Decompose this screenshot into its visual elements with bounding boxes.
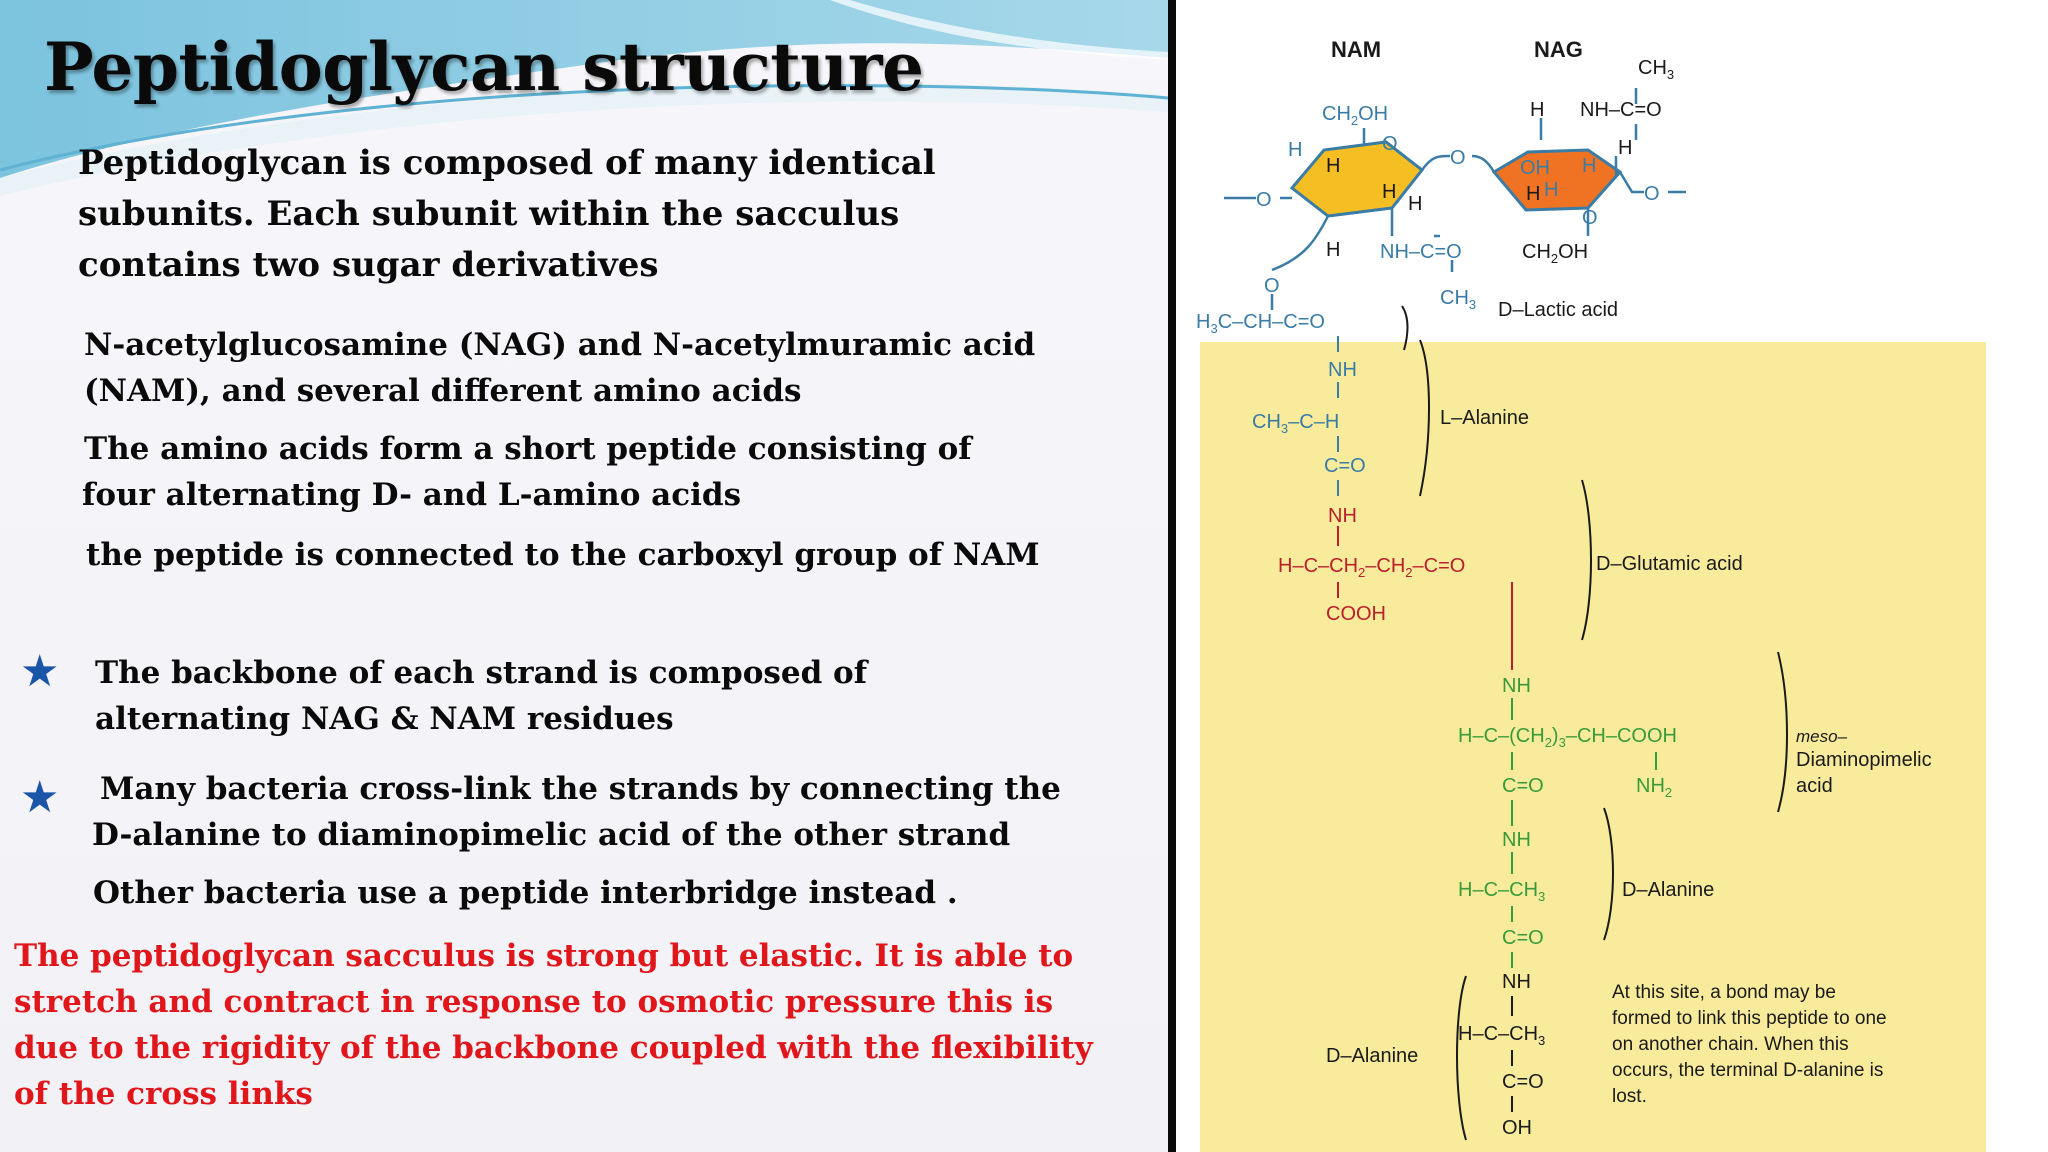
detail-line: The amino acids form a short peptide con… [84,431,972,467]
l-ala-carbonyl: C=O [1324,455,1366,477]
star-icon: ★ [20,772,60,823]
nam-ch3: CH3 [1440,287,1476,312]
nag-h: H [1530,99,1544,121]
nag-label: NAG [1534,37,1583,62]
detail-line: the peptide is connected to the carboxyl… [86,537,1040,573]
bullet-line: Many bacteria cross-link the strands by … [100,771,1061,807]
peptidoglycan-diagram: NAM NAG [1196,37,1986,1152]
note-line: At this site, a bond may be [1612,982,1836,1003]
nag-h: H [1618,137,1632,159]
l-ala-nh: NH [1328,359,1357,381]
note-line: formed to link this peptide to one [1612,1008,1887,1029]
bullet-line: The backbone of each strand is composed … [95,655,868,691]
highlight-line: stretch and contract in response to osmo… [14,984,1054,1020]
note-line: occurs, the terminal D-alanine is [1612,1060,1883,1081]
lactic-brace [1401,305,1409,351]
d-alanine-label-1: D–Alanine [1622,879,1714,901]
header-swoosh-decoration [0,0,1168,196]
bullet-line: alternating NAG & NAM residues [95,701,674,737]
vertical-divider [1168,0,1176,1152]
nam-label: NAM [1331,37,1381,62]
l-alanine-label: L–Alanine [1440,407,1529,429]
ring-h: H [1582,155,1596,177]
d-glu-cooh: COOH [1326,603,1386,625]
link-o: O [1256,189,1272,211]
dap-label-1: meso– [1796,727,1848,746]
l-ala-alpha: CH3–C–H [1252,411,1339,436]
d-alanine-label-2: D–Alanine [1326,1045,1418,1067]
d-ala1-nh: NH [1502,829,1531,851]
dap-label-2: Diaminopimelic [1796,749,1932,771]
l-ala-brace [1419,339,1430,497]
intro-line: contains two sugar derivatives [78,245,659,285]
ring-h: H [1326,239,1340,261]
ring-h: H [1288,139,1302,161]
text-panel [0,0,1168,1152]
intro-line: subunits. Each subunit within the saccul… [78,194,900,234]
d-ala-brace-1 [1603,807,1614,941]
ring-o-nag: O [1582,207,1598,229]
ring-h: H [1326,155,1340,177]
lactic-acid-label: D–Lactic acid [1498,299,1618,321]
star-icon: ★ [20,646,60,697]
detail-line: (NAM), and several different amino acids [84,373,802,409]
nag-ch2oh: CH2OH [1522,241,1588,266]
d-ala2-alpha: H–C–CH3 [1458,1023,1545,1048]
ch2oh-nam: CH2OH [1322,103,1388,128]
nam-nh: NH–C=O [1380,241,1462,263]
ring-h: H [1382,181,1396,203]
note-line: lost. [1612,1086,1647,1107]
d-ala1-alpha: H–C–CH3 [1458,879,1545,904]
dap-carbonyl: C=O [1502,775,1544,797]
ring-h: H [1408,193,1422,215]
lactyl-chain: H3C–CH–C=O [1196,311,1325,336]
d-glu-chain: H–C–CH2–CH2–C=O [1278,555,1465,580]
ring-h: H [1544,179,1558,201]
ring-h: H [1526,183,1540,205]
glycosidic-o: O [1450,147,1466,169]
highlight-line: due to the rigidity of the backbone coup… [14,1030,1093,1066]
dap-chain: H–C–(CH2)3–CH–COOH [1458,725,1677,750]
nag-ch3: CH3 [1638,57,1674,82]
detail-line: N-acetylglucosamine (NAG) and N-acetylmu… [84,327,1036,363]
dap-nh: NH [1502,675,1531,697]
other-bacteria-line: Other bacteria use a peptide interbridge… [93,875,958,911]
d-ala2-carbonyl: C=O [1502,1071,1544,1093]
bullet-line: D-alanine to diaminopimelic acid of the … [92,817,1011,853]
terminal-oh: OH [1502,1117,1532,1139]
d-ala-brace-2 [1456,975,1467,1141]
nam-ring [1289,140,1425,218]
note-line: on another chain. When this [1612,1034,1849,1055]
dap-brace [1777,651,1788,813]
d-ala1-carbonyl: C=O [1502,927,1544,949]
highlight-line: of the cross links [14,1076,313,1112]
slide-title: Peptidoglycan structure [44,28,924,106]
intro-line: Peptidoglycan is composed of many identi… [78,143,936,183]
d-glu-brace [1581,479,1592,641]
link-o: O [1644,183,1660,205]
detail-line: four alternating D- and L-amino acids [82,477,742,513]
nag-nh: NH–C=O [1580,99,1662,121]
ether-o: O [1264,275,1280,297]
dap-label-3: acid [1796,775,1833,797]
ring-o-nam: O [1382,133,1398,155]
nag-oh: OH [1520,157,1550,179]
peptide-highlight-area [1200,342,1986,1152]
d-ala2-nh: NH [1502,971,1531,993]
diagram-panel: NAM NAG [1176,0,2048,1152]
d-glutamic-label: D–Glutamic acid [1596,553,1743,575]
d-glu-nh: NH [1328,505,1357,527]
highlight-line: The peptidoglycan sacculus is strong but… [14,938,1074,974]
